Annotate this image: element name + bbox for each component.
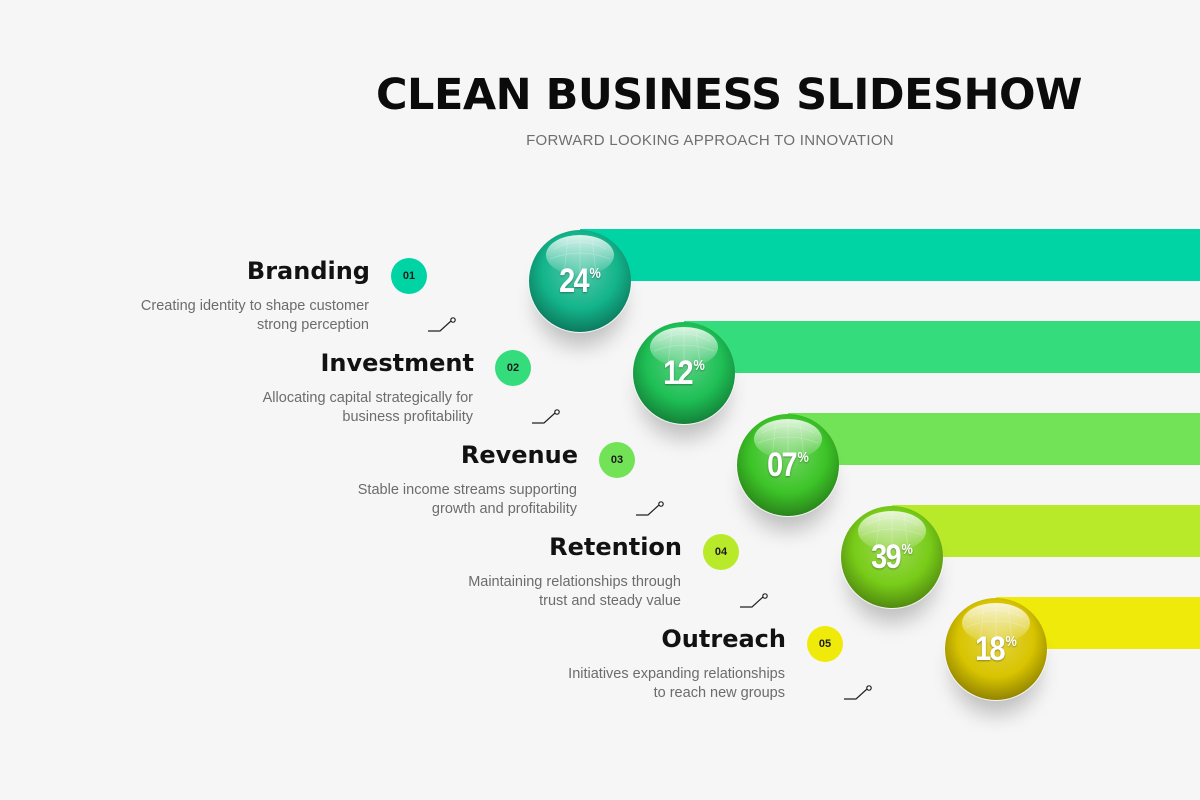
orb-unit: % <box>797 448 809 466</box>
step-title: Outreach <box>661 625 786 653</box>
slide-subtitle: FORWARD LOOKING APPROACH TO INNOVATION <box>526 132 894 149</box>
step-number-badge: 04 <box>703 534 739 570</box>
step-description-line: to reach new groups <box>653 685 785 701</box>
orb-number: 07 <box>767 445 797 484</box>
step-number-badge: 05 <box>807 626 843 662</box>
orb-value: 39% <box>848 505 936 609</box>
orb-unit: % <box>901 540 913 558</box>
percentage-orb: 24% <box>528 229 632 333</box>
orb-number: 24 <box>559 261 589 300</box>
step-description: Creating identity to shape customer stro… <box>49 297 369 335</box>
connector-line-icon <box>532 409 560 424</box>
step-description-line: trust and steady value <box>539 593 681 609</box>
step-title: Branding <box>246 257 370 285</box>
orb-number: 18 <box>975 629 1005 668</box>
orb-value: 07% <box>744 413 832 517</box>
orb-sphere-graphic <box>529 230 631 332</box>
orb-unit: % <box>1005 632 1017 650</box>
step-description: Allocating capital strategically for bus… <box>153 389 473 427</box>
step-description-line: business profitability <box>342 409 473 425</box>
orb-sphere-graphic <box>945 598 1047 700</box>
orb-number: 39 <box>871 537 901 576</box>
connector-line-icon <box>636 501 664 516</box>
connector-line-icon <box>428 317 456 332</box>
orb-value: 18% <box>952 597 1040 701</box>
orb-unit: % <box>589 264 601 282</box>
step-bar <box>580 229 1200 281</box>
percentage-orb: 39% <box>840 505 944 609</box>
step-number-badge: 02 <box>495 350 531 386</box>
step-description-line: Creating identity to shape customer <box>140 298 369 314</box>
step-title: Retention <box>549 533 682 561</box>
step-description-line: Initiatives expanding relationships <box>568 666 785 682</box>
step-description: Stable income streams supporting growth … <box>257 481 577 519</box>
step-description: Maintaining relationships through trust … <box>361 573 681 611</box>
orb-sphere-graphic <box>841 506 943 608</box>
connector-line-icon <box>740 593 768 608</box>
percentage-orb: 18% <box>944 597 1048 701</box>
orb-value: 12% <box>640 321 728 425</box>
slide-title: CLEAN BUSINESS SLIDESHOW <box>376 70 1082 120</box>
connector-line-icon <box>844 685 872 700</box>
step-description-line: Allocating capital strategically for <box>262 390 473 406</box>
step-title: Investment <box>320 349 474 377</box>
step-description-line: Stable income streams supporting <box>357 482 577 498</box>
percentage-orb: 07% <box>736 413 840 517</box>
orb-value: 24% <box>536 229 624 333</box>
orb-sphere-graphic <box>737 414 839 516</box>
step-number-badge: 01 <box>391 258 427 294</box>
step-description-line: strong perception <box>256 317 369 333</box>
step-number-badge: 03 <box>599 442 635 478</box>
orb-number: 12 <box>663 353 693 392</box>
step-title: Revenue <box>460 441 578 469</box>
step-bar <box>892 505 1200 557</box>
step-bar <box>788 413 1200 465</box>
step-description-line: Maintaining relationships through <box>468 574 681 590</box>
step-bar <box>684 321 1200 373</box>
orb-unit: % <box>693 356 705 374</box>
percentage-orb: 12% <box>632 321 736 425</box>
step-description: Initiatives expanding relationships to r… <box>465 665 785 703</box>
step-description-line: growth and profitability <box>431 501 577 517</box>
orb-sphere-graphic <box>633 322 735 424</box>
